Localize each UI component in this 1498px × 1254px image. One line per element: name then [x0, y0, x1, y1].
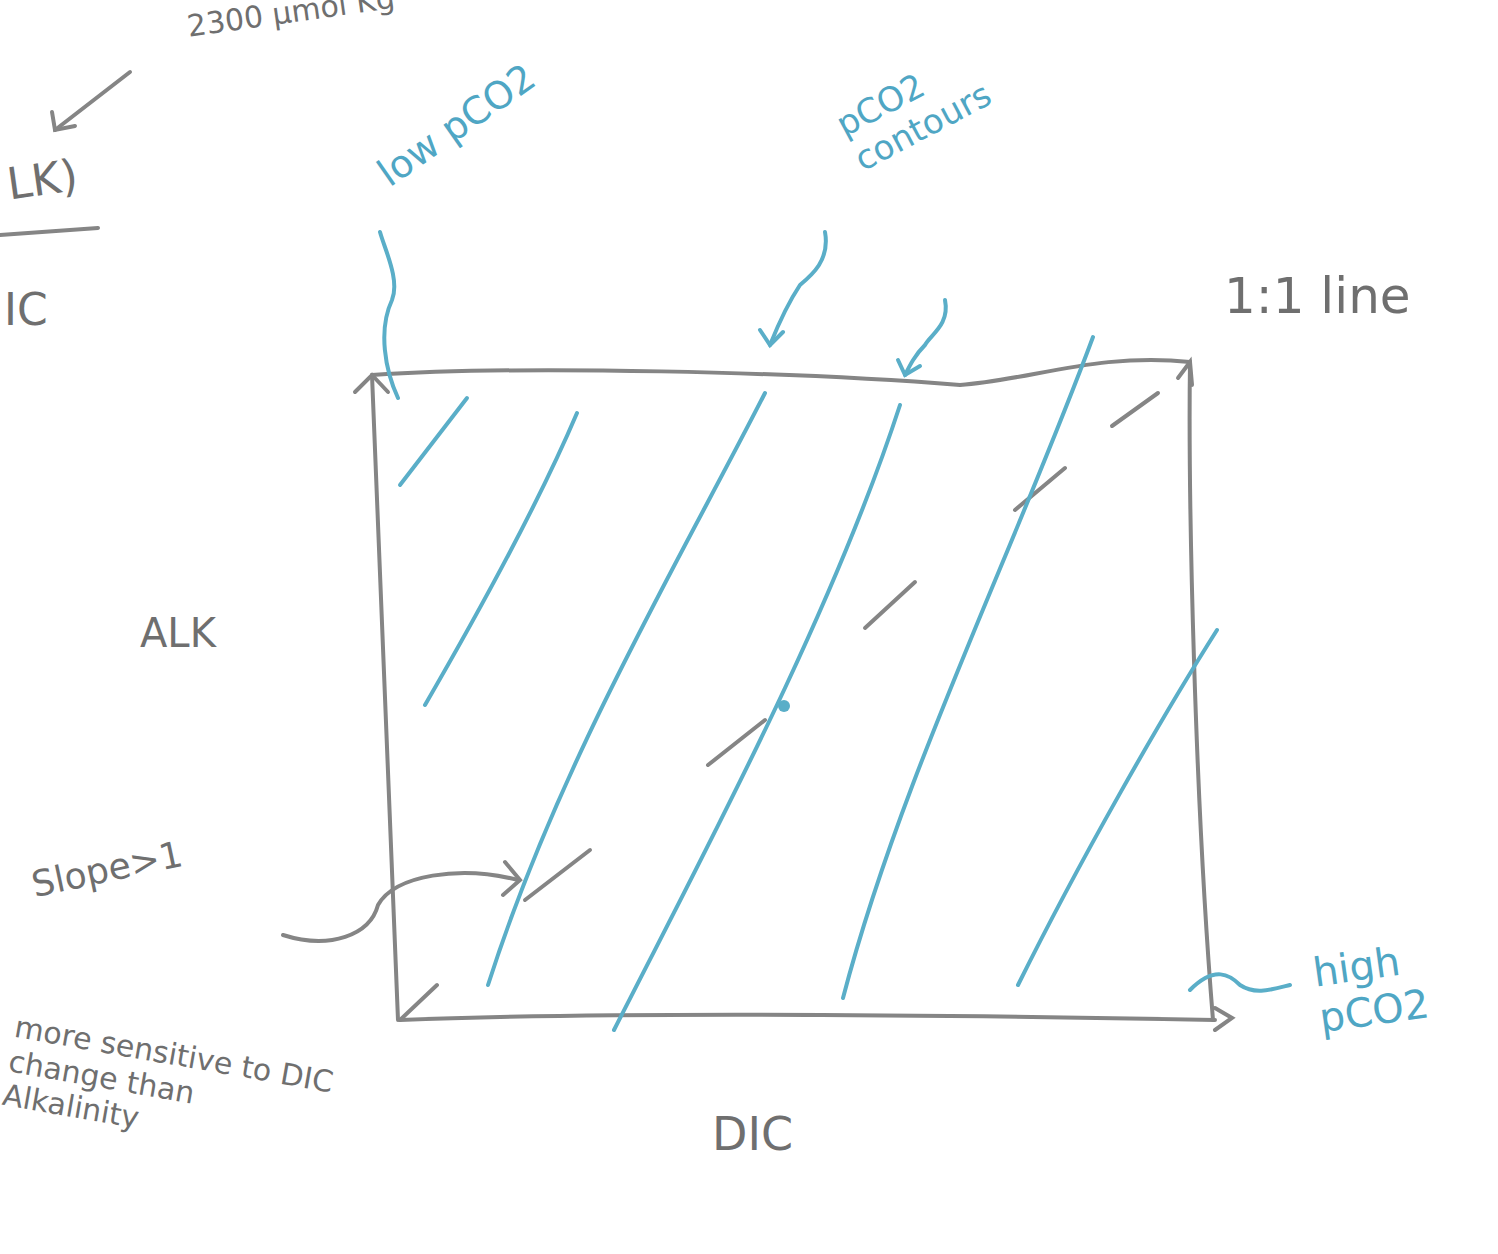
contour-note: pCO2 contours [830, 2, 1070, 179]
right-border [1190, 362, 1213, 1020]
one-to-one-dash [865, 582, 915, 628]
leader-arrowhead [52, 112, 75, 130]
contour-leader [905, 300, 946, 375]
leader-arrowhead [503, 862, 520, 895]
top-border [372, 360, 1190, 385]
high-leader [1190, 974, 1290, 990]
value-leader [55, 72, 130, 130]
axis-label-cut: IC [4, 285, 164, 336]
pco2-contour [843, 337, 1093, 998]
unit-value: 2300 μmol Kg [185, 0, 408, 44]
one-to-one-dash [708, 720, 765, 765]
slope-leader [283, 873, 518, 941]
axis-arrowhead [355, 375, 388, 392]
contour-note: low pCO2 [370, 11, 608, 196]
origin-tick [400, 985, 437, 1020]
contour-leader [770, 232, 826, 345]
low-leader [380, 232, 398, 398]
underline [0, 228, 98, 235]
one-to-one-dash [1112, 393, 1158, 426]
axis-label-cut: LK) [4, 138, 169, 210]
pco2-contour [488, 393, 765, 985]
leader-arrowhead [760, 330, 783, 345]
sensitivity-note: more sensitive to DIC change than Alkali… [0, 1010, 343, 1169]
alk-axis [372, 375, 398, 1020]
leader-arrowhead [898, 360, 920, 375]
slope-note: Slope>1 [28, 823, 232, 905]
state-point [778, 700, 790, 712]
axis-label: ALK [140, 610, 280, 656]
axis-arrowhead [1215, 1008, 1232, 1030]
pco2-contour [400, 398, 467, 485]
axis-label: DIC [712, 1108, 872, 1161]
pco2-contour [1018, 630, 1217, 985]
line-label: 1:1 line [1224, 268, 1494, 326]
contour-note: high pCO2 [1310, 926, 1491, 1041]
pco2-contour [425, 413, 577, 705]
axis-arrowhead [1178, 362, 1192, 385]
dic-axis [400, 1015, 1215, 1020]
pco2-contour [614, 405, 900, 1030]
